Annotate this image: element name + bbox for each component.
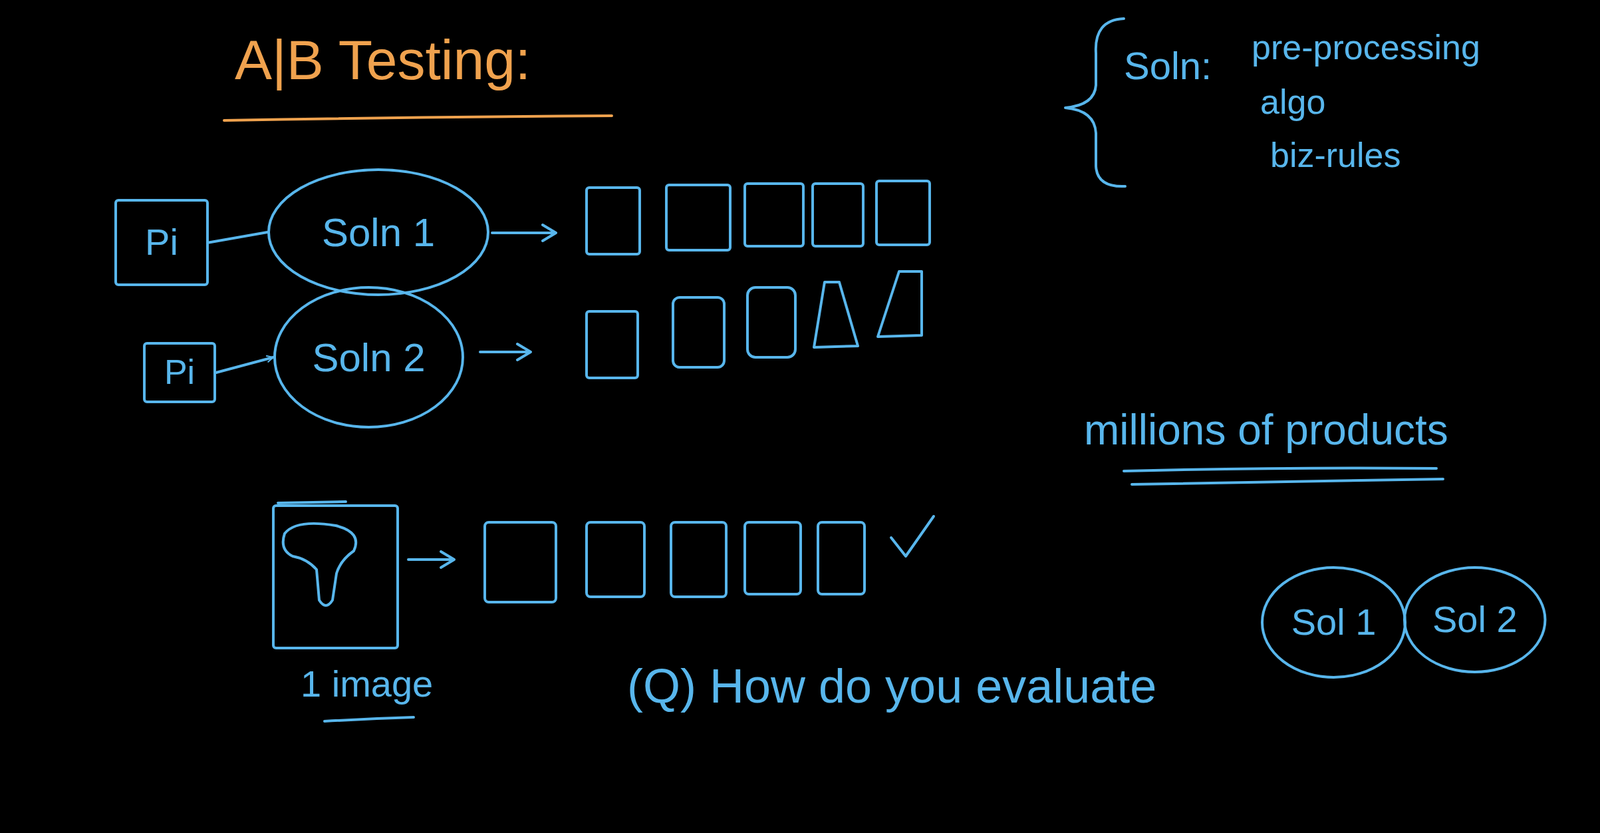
result-box bbox=[586, 311, 638, 378]
output-arrow bbox=[408, 551, 455, 568]
note-label: biz-rules bbox=[1270, 135, 1402, 176]
solution-ellipse: Sol 2 bbox=[1403, 565, 1547, 673]
output-arrow bbox=[492, 224, 556, 241]
node-text: Sol 1 bbox=[1291, 600, 1377, 644]
result-box bbox=[672, 297, 725, 368]
label-underline bbox=[324, 716, 414, 721]
node-text: Sol 2 bbox=[1432, 597, 1518, 641]
result-box bbox=[744, 183, 804, 247]
product-image bbox=[283, 523, 356, 606]
title: A|B Testing: bbox=[234, 27, 531, 93]
note-label: (Q) How do you evaluate bbox=[627, 658, 1157, 714]
ellipse-shape bbox=[1262, 567, 1406, 677]
result-box bbox=[744, 522, 801, 594]
result-box bbox=[877, 271, 922, 337]
image-box bbox=[273, 505, 398, 648]
output-arrow bbox=[480, 343, 531, 360]
product-box: Pi bbox=[142, 341, 217, 403]
box-shape bbox=[115, 200, 208, 285]
result-box bbox=[813, 281, 858, 348]
box-shape bbox=[144, 343, 215, 402]
note-label: Soln: bbox=[1123, 43, 1212, 89]
connector bbox=[216, 357, 274, 373]
connector bbox=[208, 232, 268, 243]
note-label: millions of products bbox=[1083, 405, 1449, 455]
result-box bbox=[670, 522, 727, 597]
result-box bbox=[747, 287, 796, 358]
product-box: Pi bbox=[114, 198, 209, 286]
ellipse-shape bbox=[274, 287, 463, 427]
ellipse-shape bbox=[268, 169, 489, 295]
node-text: Pi bbox=[164, 352, 195, 393]
label-underline bbox=[1123, 468, 1444, 485]
note-label: 1 image bbox=[300, 662, 433, 705]
result-box bbox=[817, 522, 865, 594]
ellipse-shape bbox=[1404, 567, 1545, 672]
node-text: Soln 1 bbox=[321, 209, 435, 256]
result-box bbox=[586, 187, 640, 255]
result-box bbox=[586, 522, 645, 597]
node-text: Pi bbox=[144, 220, 179, 264]
solution-ellipse: Sol 1 bbox=[1260, 565, 1407, 679]
result-box bbox=[812, 183, 864, 247]
solution-ellipse: Soln 1 bbox=[267, 168, 490, 296]
result-box bbox=[876, 180, 930, 245]
title-underline bbox=[224, 115, 612, 121]
check-mark bbox=[891, 516, 934, 556]
solution-ellipse: Soln 2 bbox=[273, 285, 465, 429]
result-box bbox=[666, 184, 731, 251]
note-label: pre-processing bbox=[1251, 27, 1481, 68]
node-text: Soln 2 bbox=[311, 334, 425, 381]
brace bbox=[1065, 18, 1126, 187]
note-label: algo bbox=[1260, 82, 1326, 123]
image-top-line bbox=[277, 501, 346, 503]
result-box bbox=[484, 522, 556, 602]
